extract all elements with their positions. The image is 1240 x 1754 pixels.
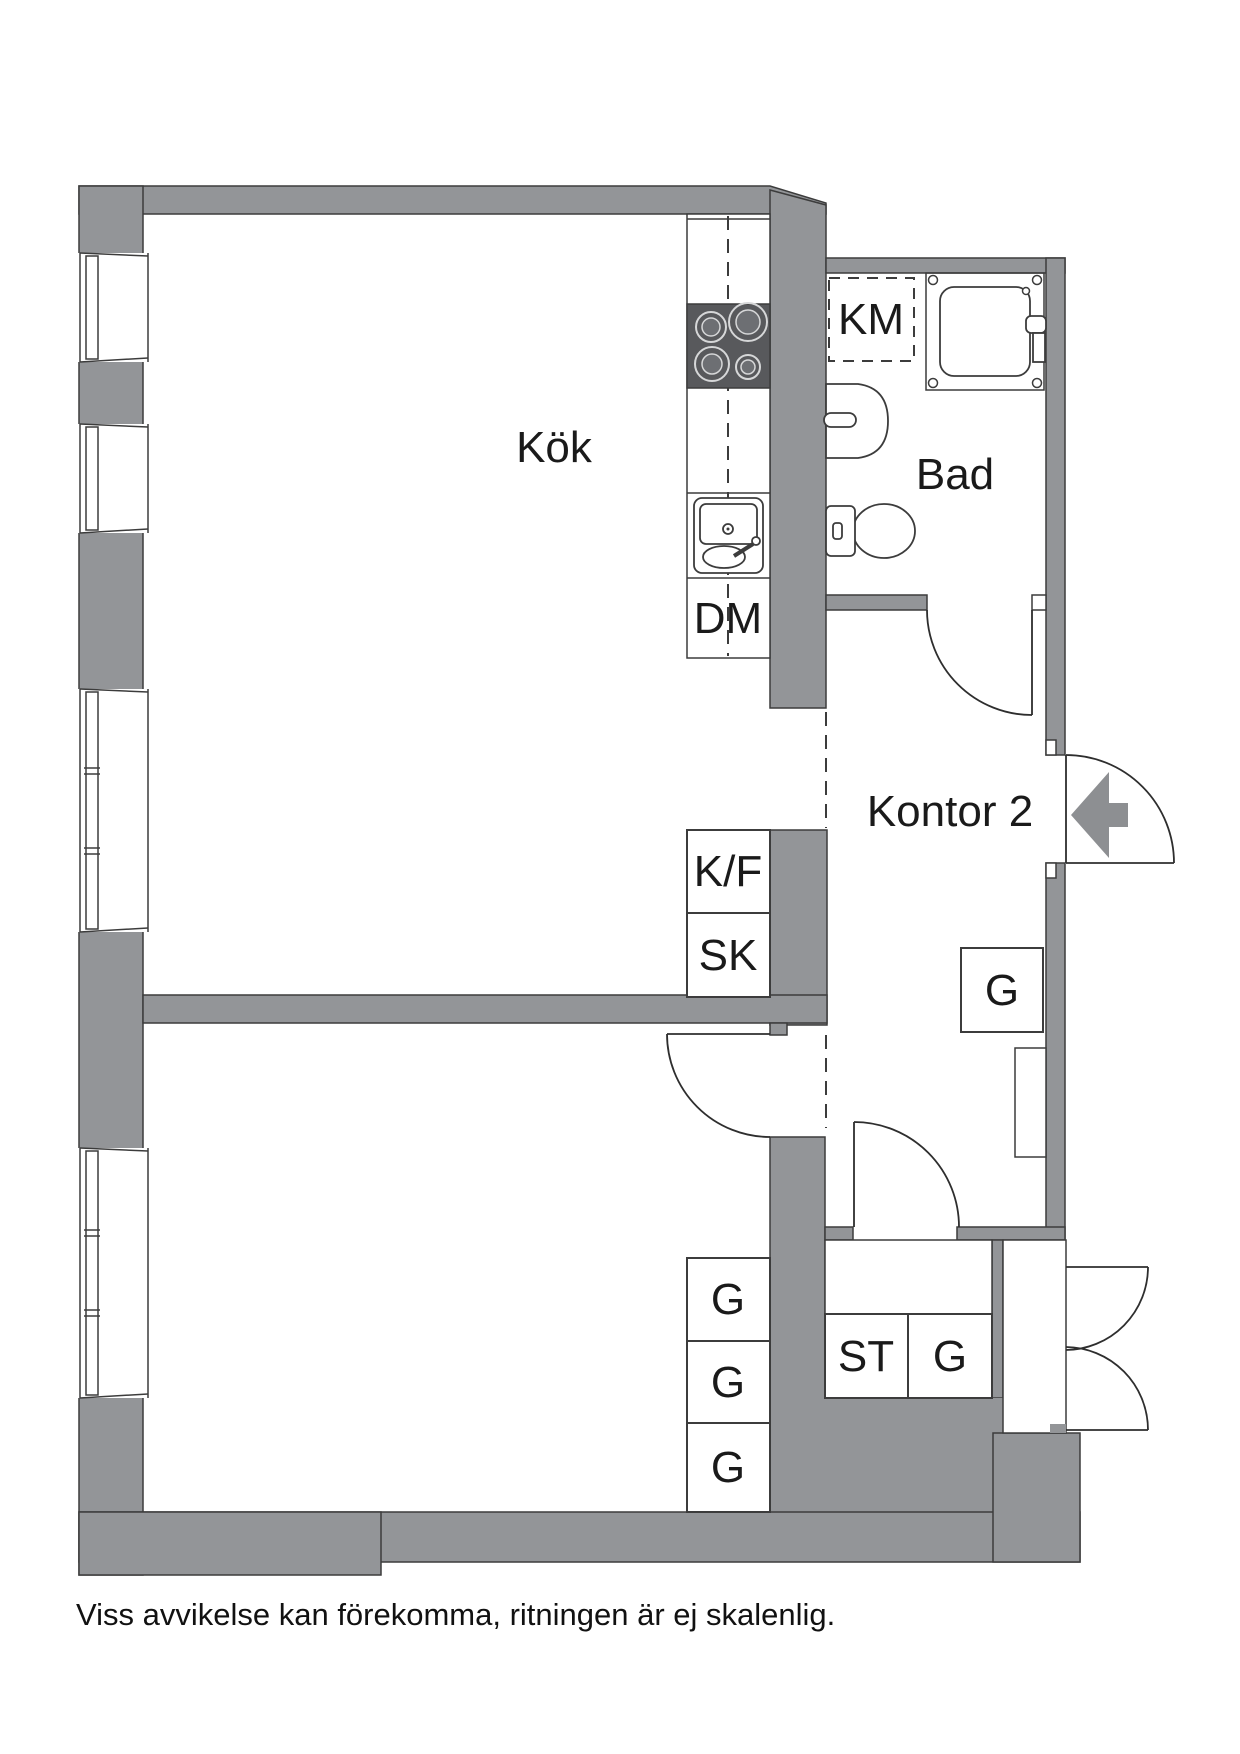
window bbox=[77, 423, 149, 534]
bath-door-jamb bbox=[1031, 594, 1047, 611]
hallway-wardrobe-box bbox=[960, 947, 1044, 1033]
wardrobe-box-2 bbox=[686, 1340, 771, 1424]
room-label-office: Kontor 2 bbox=[867, 787, 1033, 836]
label-dishwasher: DM bbox=[694, 594, 762, 643]
kitchen-unit bbox=[686, 213, 771, 659]
cleaning-cabinet-box bbox=[686, 912, 771, 998]
entrance-jamb-bottom bbox=[1045, 862, 1057, 879]
windows bbox=[77, 252, 149, 1399]
window bbox=[77, 1147, 149, 1399]
entrance-jamb-top bbox=[1045, 739, 1057, 756]
label-fridge-freezer: K/F bbox=[694, 847, 762, 896]
label-wardrobe-closet: G bbox=[933, 1332, 967, 1381]
toilet bbox=[825, 503, 916, 559]
stove bbox=[686, 302, 771, 389]
bedroom-door bbox=[666, 1033, 771, 1138]
hallway-niche bbox=[1014, 1047, 1047, 1158]
balcony-threshold-step bbox=[1050, 1424, 1066, 1433]
label-storage: ST bbox=[838, 1332, 894, 1381]
window bbox=[77, 688, 149, 933]
wall-bottom-left-step bbox=[78, 1511, 382, 1576]
wall-closet-top-left bbox=[824, 1226, 854, 1241]
closet-door bbox=[853, 1121, 960, 1228]
wall-closet-right bbox=[991, 1239, 1004, 1399]
shower-handle bbox=[1025, 315, 1047, 334]
room-label-bathroom: Bad bbox=[916, 450, 994, 499]
wall-bath-top bbox=[825, 257, 1066, 274]
wall-dividing bbox=[142, 994, 828, 1024]
balcony-double-door bbox=[1065, 1266, 1149, 1431]
doors bbox=[666, 609, 1175, 1431]
window bbox=[77, 252, 149, 363]
shower bbox=[925, 272, 1047, 391]
wall-closet-top-right bbox=[956, 1226, 1066, 1241]
entrance-arrow-icon bbox=[1071, 772, 1128, 858]
bathroom-sink bbox=[823, 383, 889, 459]
wall-bath-bottom bbox=[825, 594, 928, 611]
wall-right-mid bbox=[1045, 862, 1066, 1266]
label-wardrobe-hall: G bbox=[985, 966, 1019, 1015]
wall-closet-bottom-fill bbox=[770, 1398, 1003, 1512]
entrance-door bbox=[1065, 754, 1175, 864]
entrance-opening bbox=[1044, 756, 1067, 862]
kitchen-sink bbox=[693, 497, 764, 574]
label-cleaning-cabinet: SK bbox=[699, 931, 758, 980]
storage-box bbox=[824, 1313, 909, 1399]
wardrobe-box-3 bbox=[686, 1422, 771, 1513]
door-openings bbox=[1002, 594, 1067, 1434]
labels: Kök Bad Kontor 2 KM DM K/F SK G G G G ST… bbox=[516, 295, 1033, 1492]
wall-right-upper bbox=[1045, 257, 1066, 756]
wall-top bbox=[78, 185, 827, 215]
label-wardrobe-3: G bbox=[711, 1443, 745, 1492]
wall-kitchen-bath bbox=[769, 189, 827, 709]
bathroom-fixtures bbox=[823, 272, 1047, 559]
room-label-kitchen: Kök bbox=[516, 423, 593, 472]
washing-machine-box bbox=[828, 277, 915, 362]
sink-tap bbox=[823, 412, 857, 428]
disclaimer-text: Viss avvikelse kan förekomma, ritningen … bbox=[76, 1597, 835, 1632]
label-wardrobe-1: G bbox=[711, 1275, 745, 1324]
cabinet-boxes bbox=[686, 829, 1047, 1513]
closet-wardrobe-box bbox=[907, 1313, 993, 1399]
label-washing-machine: KM bbox=[838, 295, 904, 344]
wardrobe-box-1 bbox=[686, 1257, 771, 1342]
bathroom-door bbox=[926, 609, 1033, 716]
wall-stub bbox=[769, 1022, 788, 1036]
balcony-threshold bbox=[1002, 1239, 1067, 1434]
label-wardrobe-2: G bbox=[711, 1358, 745, 1407]
wall-bottom-right-block bbox=[992, 1432, 1081, 1563]
